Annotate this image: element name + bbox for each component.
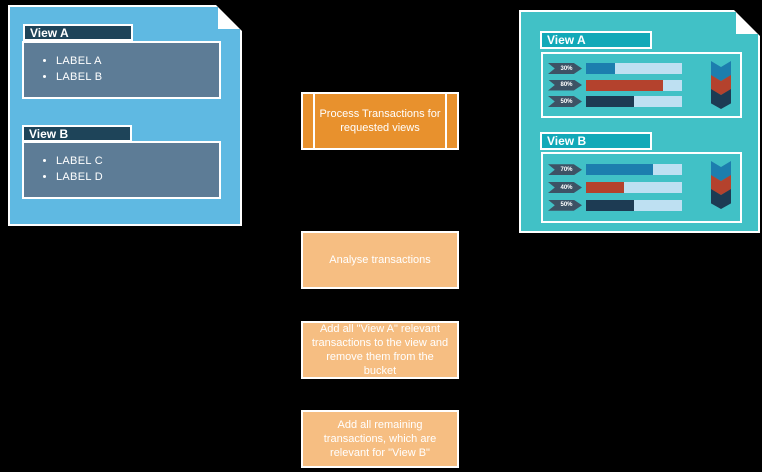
- list-item: LABEL D: [56, 169, 219, 185]
- progress-row: 40%: [548, 182, 682, 194]
- step-label: Process Transactions for requested views: [319, 108, 441, 134]
- flow-step-add-view-a: Add all "View A" relevant transactions t…: [301, 321, 459, 379]
- chevron-down-icon: [711, 75, 731, 95]
- progress-track: [586, 199, 682, 211]
- chevron-stack: [711, 161, 731, 209]
- progress-fill: [586, 96, 634, 107]
- progress-track: [586, 164, 682, 176]
- flow-step-analyse-transactions: Analyse transactions: [301, 231, 459, 289]
- list-item: LABEL C: [56, 153, 219, 169]
- step-label: Analyse transactions: [329, 254, 431, 266]
- chevron-down-icon: [711, 161, 731, 181]
- chevron-down-icon: [711, 89, 731, 109]
- predefined-process-strip: [313, 94, 315, 148]
- bucket-view-b-list: LABEL C LABEL D: [22, 141, 221, 199]
- percent-tag: 30%: [548, 63, 582, 74]
- chevron-stack: [711, 61, 731, 109]
- progress-track: [586, 79, 682, 91]
- progress-fill: [586, 164, 654, 176]
- predefined-process-strip: [445, 94, 447, 148]
- result-view-a-panel: 30% 80% 50%: [541, 52, 742, 118]
- percent-tag: 80%: [548, 79, 582, 91]
- progress-track: [586, 182, 682, 193]
- chevron-down-icon: [711, 61, 731, 81]
- result-document: View A 30% 80% 50%: [519, 10, 760, 233]
- progress-row: 50%: [548, 199, 682, 211]
- bucket-view-a-header: View A: [23, 24, 133, 41]
- percent-tag: 50%: [548, 96, 582, 107]
- list-item: LABEL B: [56, 69, 219, 85]
- list-item: LABEL A: [56, 53, 219, 69]
- step-label: Add all remaining transactions, which ar…: [323, 419, 437, 459]
- progress-row: 70%: [548, 164, 682, 176]
- progress-row: 80%: [548, 79, 682, 91]
- progress-row: 30%: [548, 63, 682, 75]
- progress-fill: [586, 79, 663, 91]
- progress-track: [586, 63, 682, 74]
- percent-tag: 70%: [548, 164, 582, 176]
- result-view-a-header: View A: [540, 31, 652, 49]
- percent-tag: 50%: [548, 199, 582, 211]
- page-fold-cut: [734, 10, 760, 36]
- bucket-document: View A LABEL A LABEL B View B LABEL C LA…: [8, 5, 242, 226]
- progress-row: 50%: [548, 96, 682, 108]
- result-view-b-header: View B: [540, 132, 652, 150]
- result-view-b-panel: 70% 40% 50%: [541, 152, 742, 223]
- progress-fill: [586, 182, 625, 193]
- bucket-view-b-header: View B: [22, 125, 132, 142]
- chevron-down-icon: [711, 189, 731, 209]
- progress-fill: [586, 199, 634, 211]
- step-label: Add all "View A" relevant transactions t…: [311, 323, 449, 377]
- bullet-list: LABEL A LABEL B: [24, 53, 219, 85]
- flow-step-process-transactions: Process Transactions for requested views: [301, 92, 459, 150]
- chevron-down-icon: [711, 175, 731, 195]
- percent-tag: 40%: [548, 182, 582, 193]
- progress-fill: [586, 63, 615, 74]
- bullet-list: LABEL C LABEL D: [24, 153, 219, 185]
- page-fold-cut: [216, 5, 242, 31]
- progress-track: [586, 96, 682, 107]
- bucket-view-a-list: LABEL A LABEL B: [22, 41, 221, 99]
- flow-step-add-view-b: Add all remaining transactions, which ar…: [301, 410, 459, 468]
